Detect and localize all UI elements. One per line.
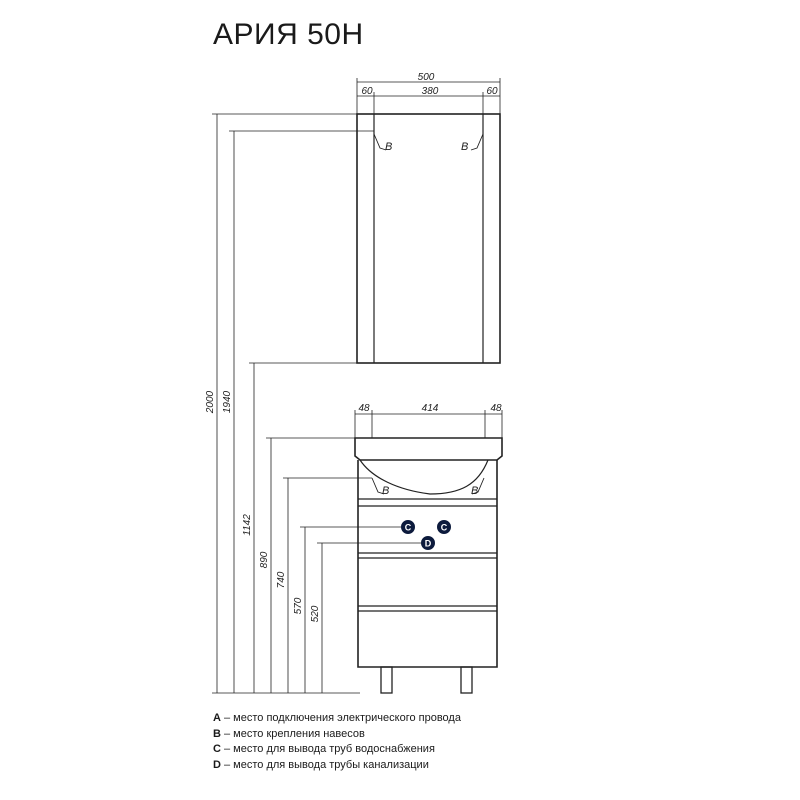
legend-item-d: D – место для вывода трубы канализации [213,758,429,771]
dim-vanity-inner: 414 [422,403,439,414]
dim-height-2000: 2000 [205,390,216,414]
hinge-mark-vanity-right [471,477,485,495]
dim-vanity-side-right: 48 [490,403,502,414]
marker-b-cabinet-left: B [385,141,392,153]
sink-bowl-curve [359,459,489,495]
product-title: АРИЯ 50Н [213,18,364,51]
marker-b-vanity-right: B [471,485,478,497]
wall-cabinet [356,113,501,364]
dim-height-520: 520 [310,605,321,622]
cabinet-width-dimensions [356,78,501,114]
sink-top [354,437,503,461]
dim-height-1142: 1142 [242,514,253,536]
vanity-unit [354,437,503,694]
marker-b-cabinet-right: B [461,141,468,153]
svg-text:D: D [425,539,432,549]
dim-cabinet-inner: 380 [422,86,439,97]
legend-item-a: A – место подключения электрического про… [213,712,461,724]
hinge-mark-left [373,133,387,151]
vanity-body [357,460,498,668]
dim-cabinet-side-left: 60 [361,86,373,97]
legend-item-b: B – место крепления навесов [213,727,365,740]
dim-cabinet-side-right: 60 [486,86,498,97]
vanity-width-dimensions [354,410,503,438]
hinge-mark-right [470,133,484,151]
svg-text:C: C [441,523,448,533]
dim-vanity-side-left: 48 [358,403,370,414]
dim-height-570: 570 [293,597,304,614]
legend-item-c: C – место для вывода труб водоснабжения [213,743,435,755]
marker-c-right: C [437,520,451,534]
height-dimension-lines [212,113,421,694]
leg-right [460,666,473,694]
dim-height-890: 890 [259,551,270,568]
cabinet-body [356,113,501,364]
legend: A – место подключения электрического про… [213,711,461,773]
marker-d: D [421,536,435,550]
svg-text:C: C [405,523,412,533]
dim-height-1940: 1940 [222,390,233,413]
dim-height-740: 740 [276,571,287,588]
marker-c-left: C [401,520,415,534]
marker-b-vanity-left: B [382,485,389,497]
hinge-mark-vanity-left [371,477,385,495]
dim-cabinet-total: 500 [418,72,435,83]
leg-left [380,666,393,694]
